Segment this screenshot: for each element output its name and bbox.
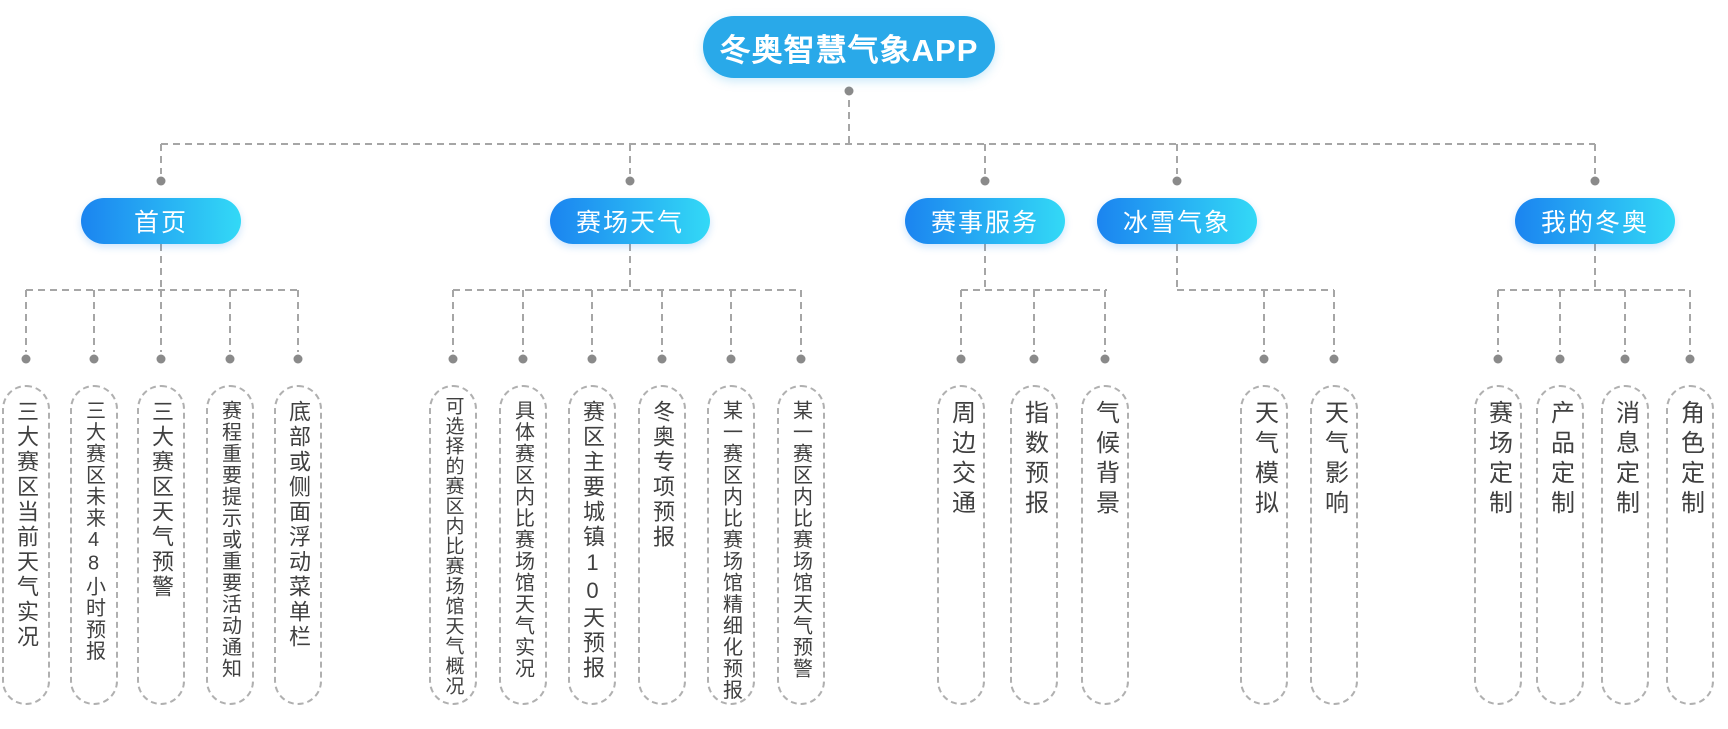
leaf-label: 天气影响 bbox=[1320, 400, 1348, 520]
leaf-node[interactable]: 某一赛区内比赛场馆天气预警 bbox=[777, 385, 825, 705]
branch-label: 赛场天气 bbox=[575, 209, 684, 237]
leaf-node[interactable]: 消息定制 bbox=[1601, 385, 1649, 705]
root-label: 冬奥智慧气象APP bbox=[719, 32, 979, 68]
leaf-label: 气候背景 bbox=[1091, 400, 1119, 520]
leaf-node[interactable]: 周边交通 bbox=[937, 385, 985, 705]
leaf-label: 某一赛区内比赛场馆天气预警 bbox=[789, 400, 812, 680]
branch-label: 冰雪气象 bbox=[1122, 209, 1231, 237]
leaf-node[interactable]: 指数预报 bbox=[1010, 385, 1058, 705]
leaf-label: 赛场定制 bbox=[1484, 400, 1512, 520]
leaf-label: 指数预报 bbox=[1020, 400, 1048, 520]
branch-node-my-olympics[interactable]: 我的冬奥 bbox=[1515, 198, 1675, 244]
leaf-label: 产品定制 bbox=[1546, 400, 1574, 520]
leaf-label: 冬奥专项预报 bbox=[650, 400, 675, 550]
leaf-label: 消息定制 bbox=[1611, 400, 1639, 520]
branch-node-event-services[interactable]: 赛事服务 bbox=[905, 198, 1065, 244]
leaf-node[interactable]: 某一赛区内比赛场馆精细化预报 bbox=[707, 385, 755, 705]
leaf-node[interactable]: 产品定制 bbox=[1536, 385, 1584, 705]
leaf-label: 三大赛区天气预警 bbox=[149, 400, 174, 600]
leaf-node[interactable]: 可选择的赛区内比赛场馆天气概况 bbox=[429, 385, 477, 705]
leaf-label: 天气模拟 bbox=[1250, 400, 1278, 520]
leaf-label: 底部或侧面浮动菜单栏 bbox=[286, 400, 311, 650]
leaf-label: 具体赛区内比赛场馆天气实况 bbox=[511, 400, 534, 680]
leaf-label: 三大赛区当前天气实况 bbox=[14, 400, 39, 650]
branch-node-venue-weather[interactable]: 赛场天气 bbox=[550, 198, 710, 244]
leaf-label: 可选择的赛区内比赛场馆天气概况 bbox=[442, 396, 464, 696]
branch-node-snow-ice-weather[interactable]: 冰雪气象 bbox=[1097, 198, 1257, 244]
branch-label: 赛事服务 bbox=[930, 209, 1039, 237]
leaf-node[interactable]: 气候背景 bbox=[1081, 385, 1129, 705]
leaf-node[interactable]: 赛区主要城镇10天预报 bbox=[568, 385, 616, 705]
branch-label: 我的冬奥 bbox=[1540, 209, 1649, 237]
leaf-node[interactable]: 三大赛区未来48小时预报 bbox=[70, 385, 118, 705]
leaf-node[interactable]: 天气影响 bbox=[1310, 385, 1358, 705]
dashed-connectors bbox=[25, 100, 1691, 352]
leaf-node[interactable]: 角色定制 bbox=[1666, 385, 1714, 705]
leaf-node[interactable]: 具体赛区内比赛场馆天气实况 bbox=[499, 385, 547, 705]
leaf-label: 某一赛区内比赛场馆精细化预报 bbox=[719, 400, 742, 701]
leaf-label: 赛区主要城镇10天预报 bbox=[580, 400, 605, 681]
branch-node-home[interactable]: 首页 bbox=[81, 198, 241, 244]
leaf-label: 角色定制 bbox=[1676, 400, 1704, 520]
root-node-app[interactable]: 冬奥智慧气象APP bbox=[703, 16, 995, 78]
leaf-node[interactable]: 底部或侧面浮动菜单栏 bbox=[274, 385, 322, 705]
branch-label: 首页 bbox=[133, 209, 188, 237]
leaf-node[interactable]: 三大赛区天气预警 bbox=[137, 385, 185, 705]
leaf-label: 周边交通 bbox=[947, 400, 975, 520]
leaf-node[interactable]: 冬奥专项预报 bbox=[638, 385, 686, 705]
leaf-label: 三大赛区未来48小时预报 bbox=[82, 400, 105, 662]
leaf-node[interactable]: 天气模拟 bbox=[1240, 385, 1288, 705]
leaf-node[interactable]: 三大赛区当前天气实况 bbox=[2, 385, 50, 705]
leaf-node[interactable]: 赛场定制 bbox=[1474, 385, 1522, 705]
leaf-node[interactable]: 赛程重要提示或重要活动通知 bbox=[206, 385, 254, 705]
connector-end-dots bbox=[21, 86, 1695, 364]
leaf-label: 赛程重要提示或重要活动通知 bbox=[218, 400, 241, 680]
